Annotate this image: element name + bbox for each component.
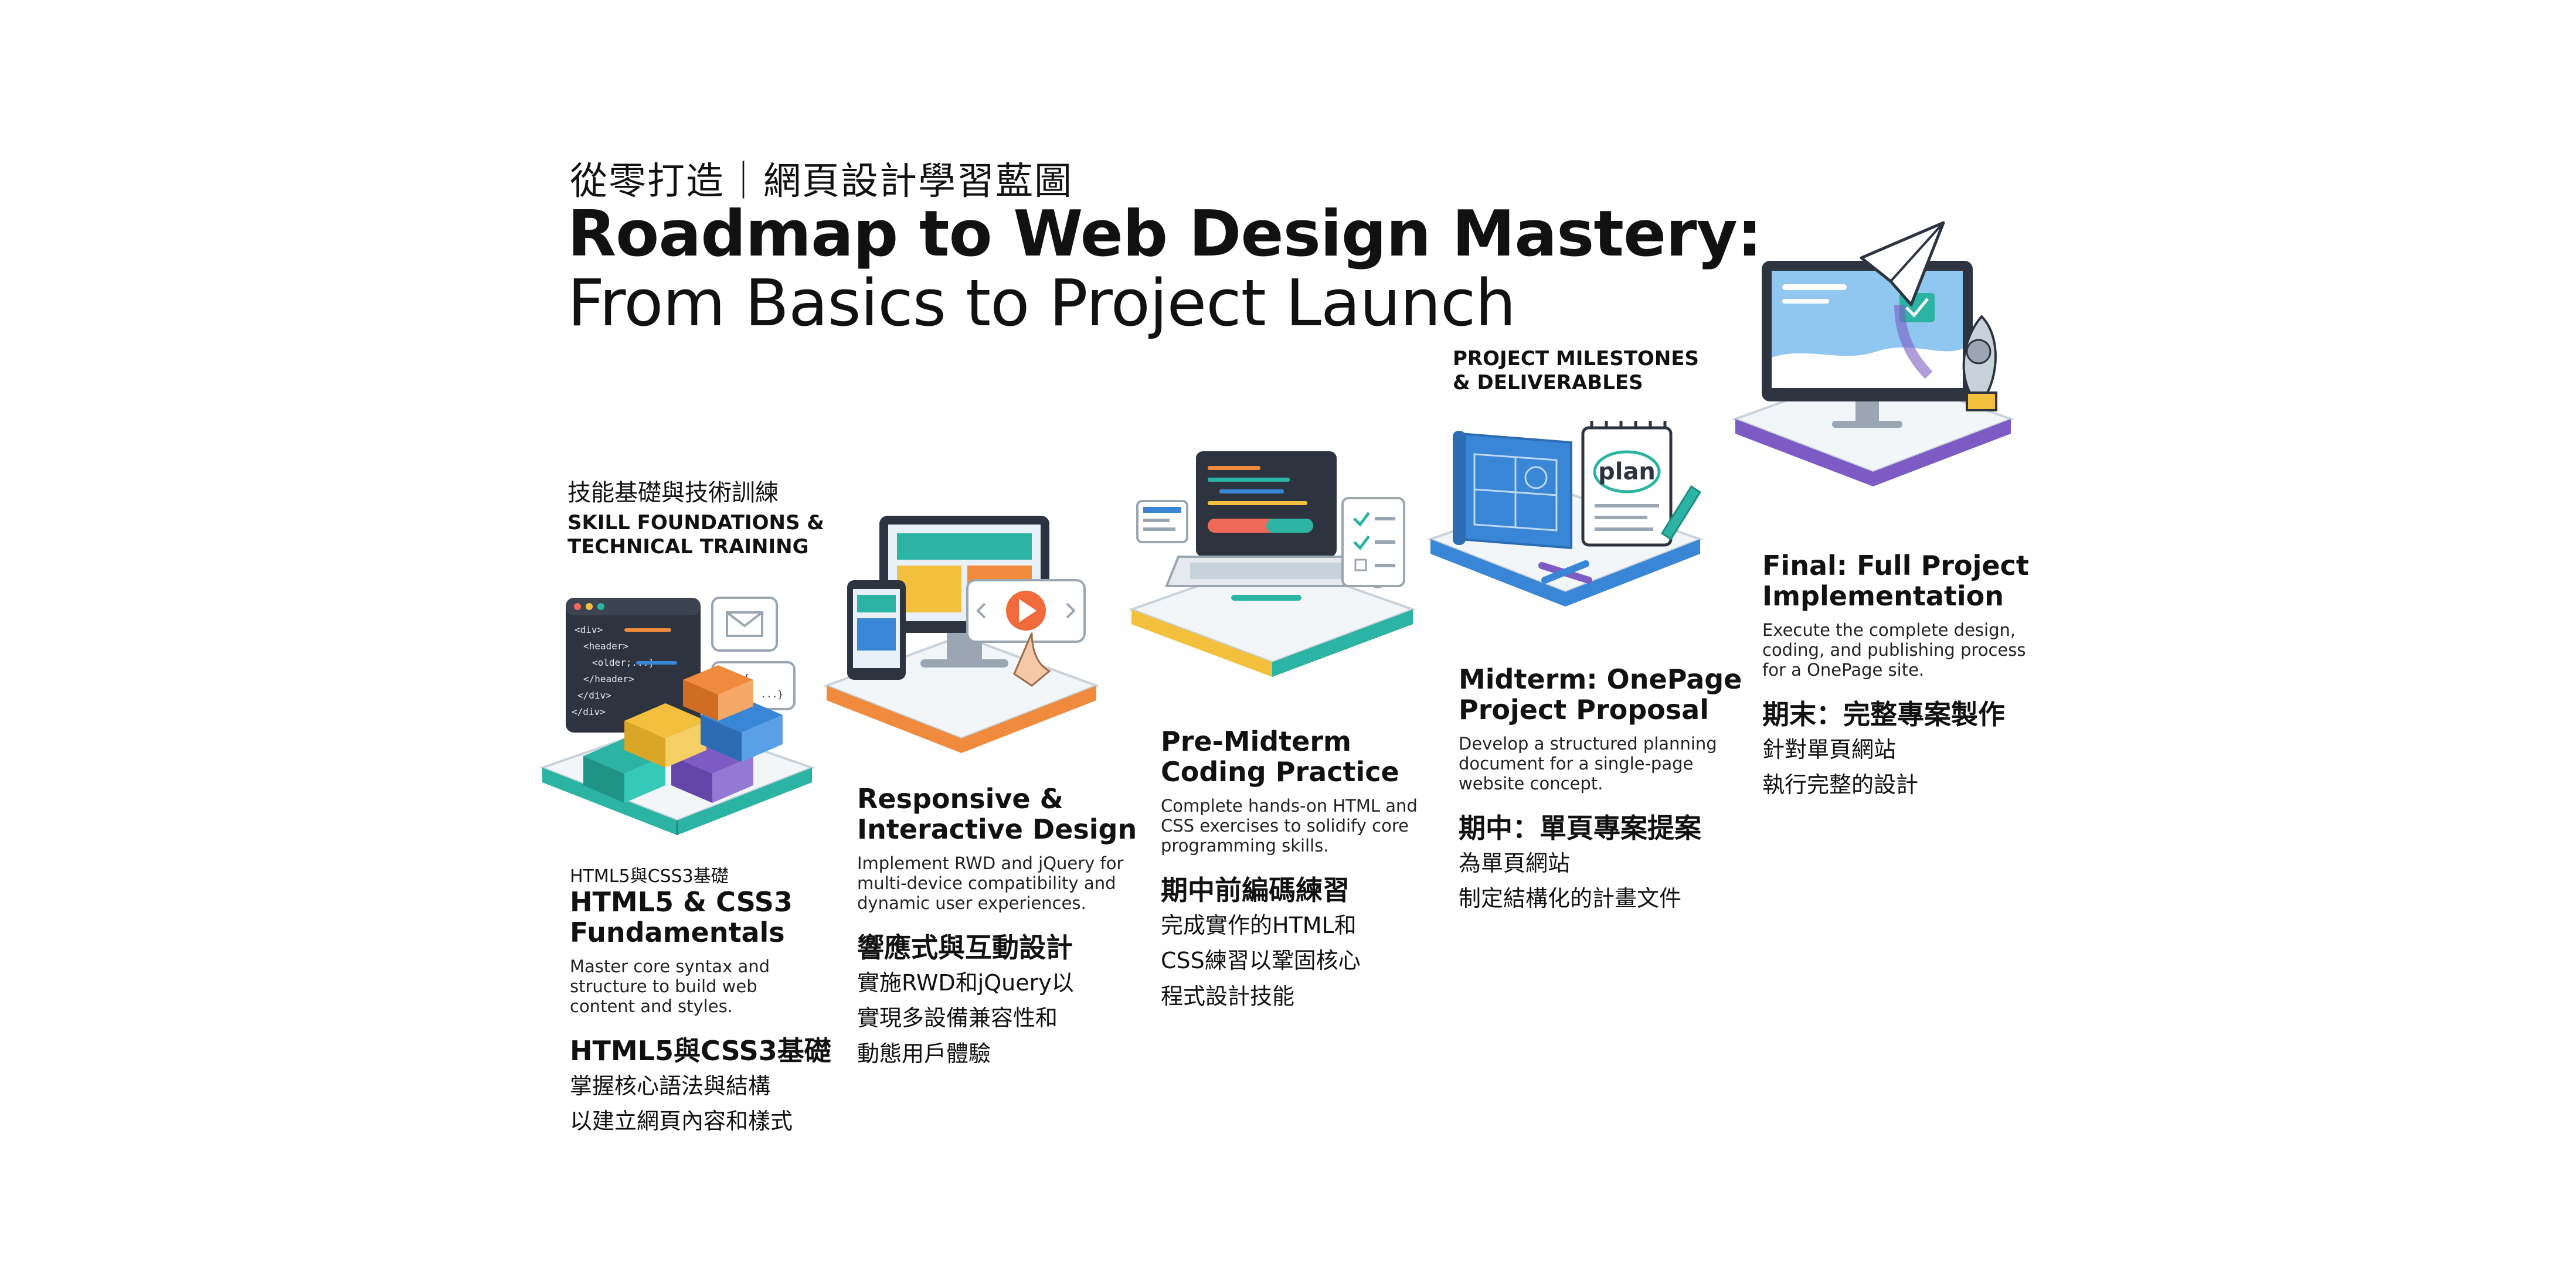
step4-text: Midterm: OnePage Project Proposal Develo…	[1459, 663, 1742, 917]
step5-zh-title: 期末：完整專案製作	[1762, 698, 2005, 730]
step1-zh-desc: 掌握核心語法與結構 以建立網頁內容和樣式	[570, 1072, 793, 1135]
page-subtitle: From Basics to Project Launch	[567, 265, 1516, 340]
step3-title: Pre-Midterm Coding Practice	[1161, 726, 1399, 788]
step4-zh-desc: 為單頁網站 制定結構化的計畫文件	[1459, 850, 1682, 912]
svg-text:</div>: </div>	[572, 706, 606, 717]
step4-title: Midterm: OnePage Project Proposal	[1459, 663, 1742, 726]
chinese-title: 從零打造｜網頁設計學習藍圖	[570, 160, 1073, 203]
skills-section-en: SKILL FOUNDATIONS & TECHNICAL TRAINING	[567, 511, 824, 559]
step2-title: Responsive & Interactive Design	[857, 783, 1137, 845]
step3-desc: Complete hands-on HTML and CSS exercises…	[1161, 795, 1418, 856]
svg-text:plan: plan	[1598, 458, 1656, 485]
trophy-icon	[1962, 315, 1997, 411]
step1-zh-title: HTML5與CSS3基礎	[570, 1034, 831, 1067]
play-button-icon	[966, 579, 1086, 687]
step4-illustration: plan	[1427, 421, 1704, 607]
mail-bubble-icon	[711, 597, 778, 652]
step2-zh-title: 響應式與互動設計	[857, 931, 1073, 963]
svg-text:<header>: <header>	[583, 641, 628, 652]
step3-zh-desc: 完成實作的HTML和 CSS練習以鞏固核心 程式設計技能	[1161, 912, 1361, 1010]
pencil-ruler-icon	[1538, 560, 1592, 584]
code-editor-icon: <div> <header> <older;...} </header> </d…	[566, 598, 701, 733]
step3-zh-title: 期中前編碼練習	[1161, 874, 1350, 906]
step5-zh-desc: 針對單頁網站 執行完整的設計	[1762, 736, 1919, 798]
step2-text: Responsive & Interactive Design Implemen…	[857, 784, 1137, 1072]
step2-desc: Implement RWD and jQuery for multi-devic…	[857, 853, 1124, 914]
step4-desc: Develop a structured planning document f…	[1459, 733, 1717, 794]
step1-text: HTML5與CSS3基礎 HTML5 & CSS3 Fundamentals M…	[570, 861, 831, 1139]
lego-blocks-icon	[583, 665, 783, 803]
step2-zh-desc: 實施RWD和jQuery以 實現多設備兼容性和 動態用戶體驗	[857, 969, 1074, 1067]
step5-desc: Execute the complete design, coding, and…	[1762, 619, 2026, 680]
step5-text: Final: Full Project Implementation Execu…	[1762, 550, 2029, 803]
step1-small-zh: HTML5與CSS3基礎	[570, 866, 729, 887]
step3-illustration	[1128, 451, 1416, 677]
milestones-section-en: PROJECT MILESTONES & DELIVERABLES	[1453, 347, 1699, 394]
checklist-icon	[1341, 497, 1405, 587]
step2-illustration	[823, 516, 1100, 753]
step3-text: Pre-Midterm Coding Practice Complete han…	[1161, 726, 1418, 1014]
step4-zh-title: 期中：單頁專案提案	[1459, 812, 1701, 844]
step1-desc: Master core syntax and structure to buil…	[570, 956, 770, 1017]
svg-text:</header>: </header>	[583, 673, 634, 685]
laptop-code-icon	[1165, 451, 1388, 601]
notepad-plan-icon: plan	[1581, 421, 1702, 547]
step5-illustration	[1732, 221, 2014, 486]
browser-window-icon	[1136, 500, 1188, 543]
step5-title: Final: Full Project Implementation	[1762, 550, 2029, 612]
step1-illustration: <div> <header> <older;...} </header> </d…	[539, 597, 815, 835]
skills-section-zh: 技能基礎與技術訓練	[567, 479, 779, 506]
page-title: Roadmap to Web Design Mastery:	[567, 197, 1762, 271]
step1-title: HTML5 & CSS3 Fundamentals	[570, 886, 793, 948]
svg-text:<div>: <div>	[575, 624, 603, 635]
svg-text:</div>: </div>	[577, 690, 611, 701]
blueprint-icon	[1453, 431, 1572, 550]
paper-plane-icon	[1860, 221, 1945, 379]
svg-text:<older;...}: <older;...}	[592, 657, 654, 668]
